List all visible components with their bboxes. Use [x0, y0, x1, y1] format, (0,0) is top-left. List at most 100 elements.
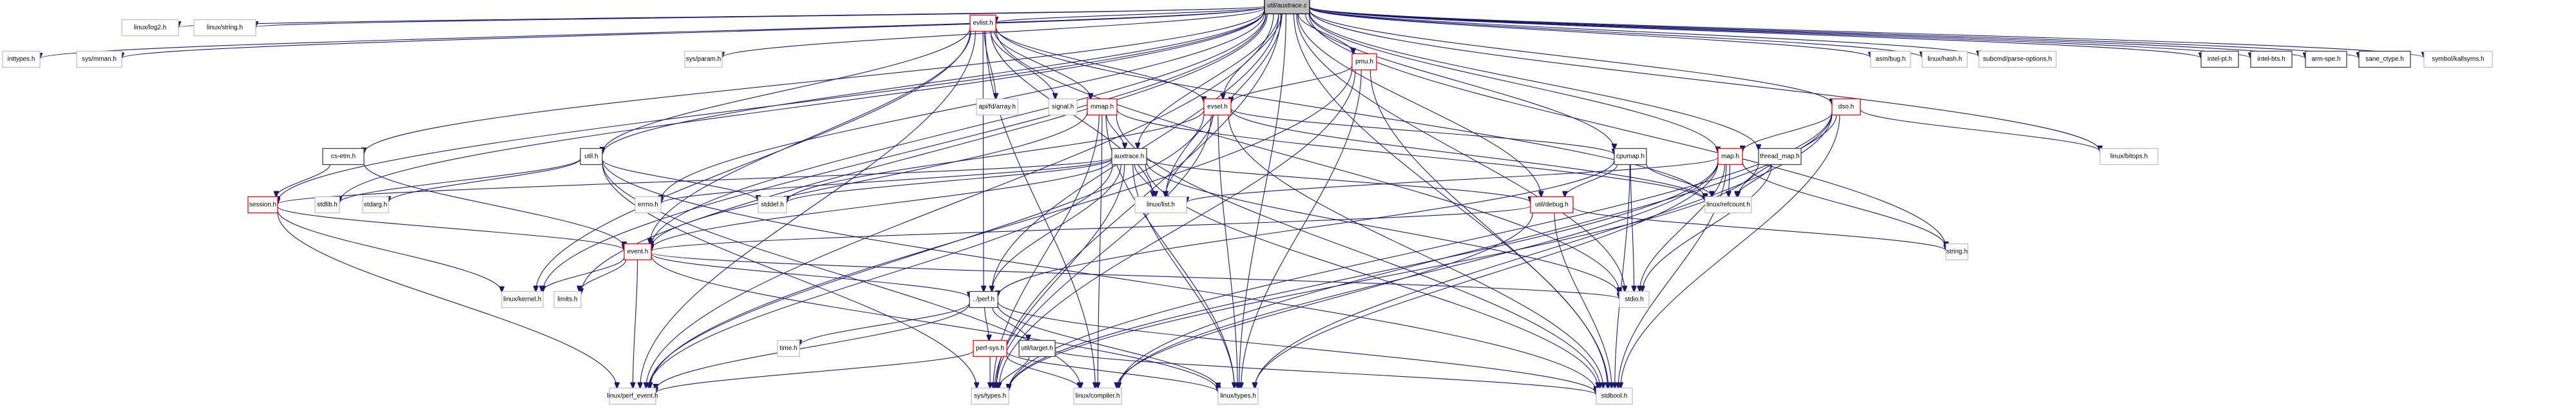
node-label: stdarg.h — [364, 202, 387, 209]
node-perf-sys[interactable]: perf-sys.h — [973, 339, 1007, 357]
node-cs-etm[interactable]: cs-etm.h — [322, 147, 365, 166]
edge-mmap-to-event — [651, 111, 1088, 247]
node-thread-map[interactable]: thread_map.h — [1758, 147, 1802, 166]
node-box — [362, 196, 389, 214]
node-map[interactable]: map.h — [1717, 147, 1743, 166]
edge-auxtrace_c-to-auxtrace_h — [1138, 14, 1279, 149]
edge-evlist-to-linux_perf_event — [640, 31, 976, 388]
edge-util_debug-to-string_h — [1572, 207, 1946, 251]
node-label: symbol/kallsyms.h — [2432, 56, 2484, 63]
node-pmu[interactable]: pmu.h — [1351, 53, 1377, 71]
node-label: sys/types.h — [974, 393, 1006, 400]
node-box — [1073, 387, 1122, 405]
edge-mmap-to-linux_refcount — [1116, 109, 1705, 202]
node-util-target[interactable]: util/target.h — [1018, 339, 1056, 357]
edge-auxtrace_h-to-util_debug — [1146, 158, 1531, 202]
edge-auxtrace_c-to-evlist — [996, 6, 1265, 23]
edge-event-to-linux_perf_event — [633, 260, 638, 388]
edge-util_debug-to-stdbool — [1554, 213, 1612, 388]
edge-dso-to-linux_types — [1255, 113, 1833, 388]
node-event[interactable]: event.h — [624, 243, 652, 261]
edge-event-to-limits — [579, 260, 627, 292]
node-session[interactable]: session.h — [247, 196, 278, 214]
node-auxtrace-h[interactable]: auxtrace.h — [1111, 147, 1147, 166]
edge-auxtrace_c-to-stdlib — [339, 10, 1265, 202]
node-label: util/auxtrace.c — [1267, 3, 1307, 10]
node-sane-ctype[interactable]: sane_ctype.h — [2358, 50, 2411, 68]
node-evsel[interactable]: evsel.h — [1203, 98, 1232, 116]
edge-thread_map-to-linux_refcount — [1737, 164, 1772, 197]
edge-perf_h-to-util_target — [992, 307, 1029, 341]
edge-auxtrace_h-to-linux_types — [1132, 164, 1235, 388]
edge-cs_etm-to-session — [276, 164, 330, 197]
edge-thread_map-to-stdio — [1643, 164, 1772, 292]
edge-evsel-to-linux_perf_event — [649, 113, 1205, 388]
node-box — [2358, 50, 2411, 68]
edge-dso-to-map — [1742, 113, 1833, 151]
edge-auxtrace_c-to-asm_bug — [1309, 7, 1871, 57]
node-cpumap[interactable]: cpumap.h — [1614, 147, 1647, 166]
node-signal: signal.h — [1048, 98, 1078, 116]
edge-session-to-linux_perf_event — [277, 212, 617, 388]
edge-auxtrace_c-to-intel_pt — [1309, 6, 2201, 58]
node-util-h[interactable]: util.h — [580, 147, 603, 166]
node-box — [2099, 147, 2159, 166]
node-box — [2250, 50, 2293, 68]
node-stdlib: stdlib.h — [314, 196, 340, 214]
node-linux-string: linux/string.h — [193, 19, 256, 37]
edge-cpumap-to-util_debug — [1565, 164, 1618, 197]
node-label: intel-bts.h — [2257, 56, 2285, 63]
node-stdarg: stdarg.h — [362, 196, 389, 214]
node-box — [1203, 98, 1232, 116]
edge-pmu-to-evsel — [1231, 65, 1353, 103]
edge-auxtrace_c-to-linux_hash — [1309, 7, 1922, 57]
node-label: asm/bug.h — [1876, 56, 1906, 63]
node-label: evlist.h — [973, 20, 993, 27]
edge-auxtrace_c-to-pmu — [1297, 14, 1353, 54]
node-subcmd-parse: subcmd/parse-options.h — [1978, 50, 2057, 68]
edge-auxtrace_h-to-stdio — [1146, 161, 1619, 296]
node-string-h: string.h — [1945, 243, 1969, 261]
node-box — [1087, 98, 1118, 116]
node-util-debug[interactable]: util/debug.h — [1530, 196, 1574, 214]
edge-map-to-linux_compiler — [1119, 161, 1719, 388]
node-dso[interactable]: dso.h — [1831, 98, 1861, 116]
node-label: subcmd/parse-options.h — [1983, 56, 2052, 63]
node-box — [969, 14, 997, 32]
node-intel-bts[interactable]: intel-bts.h — [2250, 50, 2293, 68]
node-box — [2423, 50, 2493, 68]
node-box — [2, 50, 41, 68]
node-box — [684, 50, 723, 68]
edge-event-to-linux_types — [651, 254, 1218, 392]
edge-map-to-stdbool — [1618, 164, 1727, 388]
node-box — [1351, 53, 1377, 71]
node-box — [1831, 98, 1861, 116]
edge-evlist-to-linux_kernel — [536, 30, 971, 292]
node-arm-spe[interactable]: arm-spe.h — [2305, 50, 2347, 68]
edge-perf_sys-to-linux_perf_event — [656, 350, 974, 394]
node-mmap[interactable]: mmap.h — [1087, 98, 1118, 116]
node-perf-h[interactable]: ../perf.h — [969, 290, 998, 309]
node-box — [1264, 0, 1310, 15]
node-box — [1619, 290, 1650, 309]
node-box — [322, 147, 365, 166]
node-auxtrace-c[interactable]: util/auxtrace.c — [1264, 0, 1310, 15]
edge-map-to-stdio — [1639, 164, 1726, 292]
edge-pmu-to-stdbool — [1369, 70, 1608, 388]
node-label: map.h — [1721, 153, 1739, 160]
edge-auxtrace_c-to-sane_ctype — [1309, 6, 2359, 58]
node-evlist[interactable]: evlist.h — [969, 14, 997, 32]
edge-perf_h-to-stdbool — [997, 301, 1596, 393]
node-box — [1217, 387, 1259, 405]
edge-auxtrace_c-to-linux_bitops — [1309, 10, 2100, 151]
edge-pmu-to-linux_perf_event — [650, 67, 1353, 388]
node-box — [1596, 387, 1633, 405]
edge-util_h-to-stdlib — [339, 158, 581, 202]
node-label: perf-sys.h — [976, 345, 1004, 352]
node-label: linux/string.h — [207, 24, 243, 32]
node-box — [76, 50, 122, 68]
node-box — [1945, 243, 1969, 261]
node-limits: limits.h — [553, 290, 582, 309]
node-label: sys/param.h — [686, 56, 721, 63]
node-intel-pt[interactable]: intel-pt.h — [2200, 50, 2239, 68]
